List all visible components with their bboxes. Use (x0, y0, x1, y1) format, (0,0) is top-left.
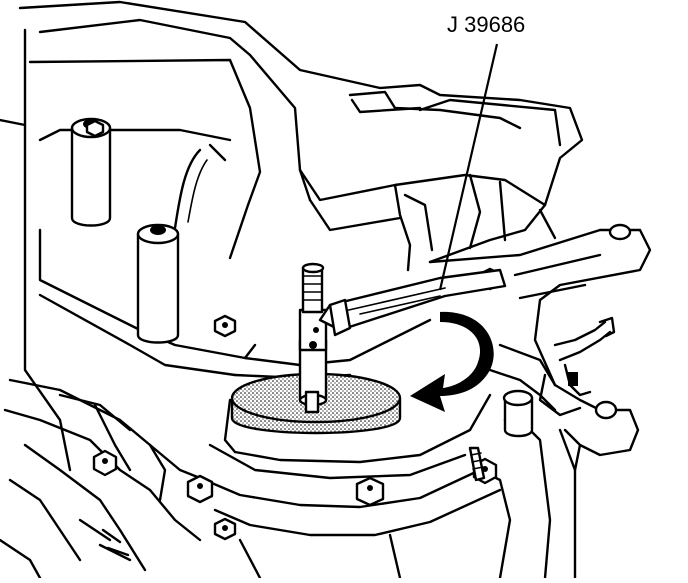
callout-leader (438, 43, 499, 291)
upper-housing (18, 0, 584, 272)
rotation-arrow-icon (410, 311, 494, 412)
right-bracket (428, 223, 652, 472)
standoff-bolts (70, 117, 180, 344)
tool-shaft[interactable] (298, 262, 328, 414)
cooler-fitting (538, 316, 616, 417)
stud-bolt (101, 389, 534, 557)
tool-callout-label: J 39686 (447, 12, 526, 37)
tool-handle[interactable] (318, 268, 507, 337)
flange-rail (198, 318, 577, 580)
left-case (0, 28, 257, 580)
